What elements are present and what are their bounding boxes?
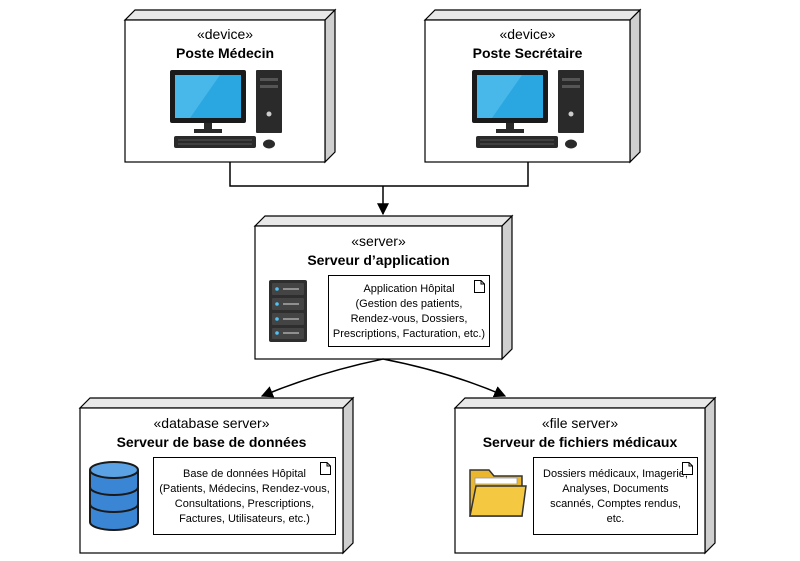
node-poste-secretaire: «device» Poste Secrétaire (425, 20, 630, 162)
artifact-line: scannés, Comptes rendus, (550, 498, 681, 510)
artifact-dossiers-medicaux: Dossiers médicaux, Imagerie, Analyses, D… (533, 457, 698, 535)
artifact-line: Dossiers médicaux, Imagerie, (543, 468, 688, 480)
document-icon (682, 462, 693, 475)
desktop-computer-icon (170, 70, 282, 149)
document-icon (320, 462, 331, 475)
node-stereotype: «device» (196, 26, 254, 42)
node-stereotype: «file server» (541, 415, 619, 431)
artifact-line: (Patients, Médecins, Rendez-vous, (159, 483, 330, 495)
artifact-line: Rendez-vous, Dossiers, (350, 313, 468, 325)
artifact-line: Prescriptions, Facturation, etc.) (332, 328, 486, 340)
node-name: Serveur d’application (307, 252, 450, 268)
node-serveur-application: «server» Serveur d’application (255, 226, 502, 359)
server-rack-icon (269, 280, 307, 342)
artifact-application-hopital: Application Hôpital (Gestion des patient… (328, 275, 490, 347)
desktop-computer-icon (472, 70, 584, 149)
node-stereotype: «device» (499, 26, 556, 42)
node-name: Serveur de fichiers médicaux (482, 434, 678, 450)
artifact-line: etc. (606, 513, 625, 525)
node-name: Poste Médecin (175, 45, 275, 61)
connector-postes-to-server (229, 162, 529, 216)
connector-server-to-bdd (260, 358, 384, 398)
node-name: Poste Secrétaire (472, 45, 583, 61)
artifact-line: Analyses, Documents (562, 483, 669, 495)
artifact-line: Consultations, Prescriptions, (174, 498, 315, 510)
node-stereotype: «database server» (153, 415, 270, 431)
artifact-line: Factures, Utilisateurs, etc.) (179, 513, 310, 525)
folder-icon (469, 469, 527, 517)
node-name: Serveur de base de données (116, 434, 307, 450)
connector-server-to-fichiers (382, 358, 507, 398)
node-stereotype: «server» (351, 233, 406, 249)
node-poste-medecin: «device» Poste Médecin (125, 20, 325, 162)
artifact-line: Base de données Hôpital (183, 468, 306, 480)
node-serveur-bdd: «database server» Serveur de base de don… (80, 408, 343, 553)
node-serveur-fichiers: «file server» Serveur de fichiers médica… (455, 408, 705, 553)
artifact-base-de-donnees: Base de données Hôpital (Patients, Médec… (153, 457, 336, 535)
database-cylinder-icon (89, 461, 139, 531)
artifact-line: (Gestion des patients, (355, 298, 463, 310)
document-icon (474, 280, 485, 293)
artifact-line: Application Hôpital (363, 283, 455, 295)
